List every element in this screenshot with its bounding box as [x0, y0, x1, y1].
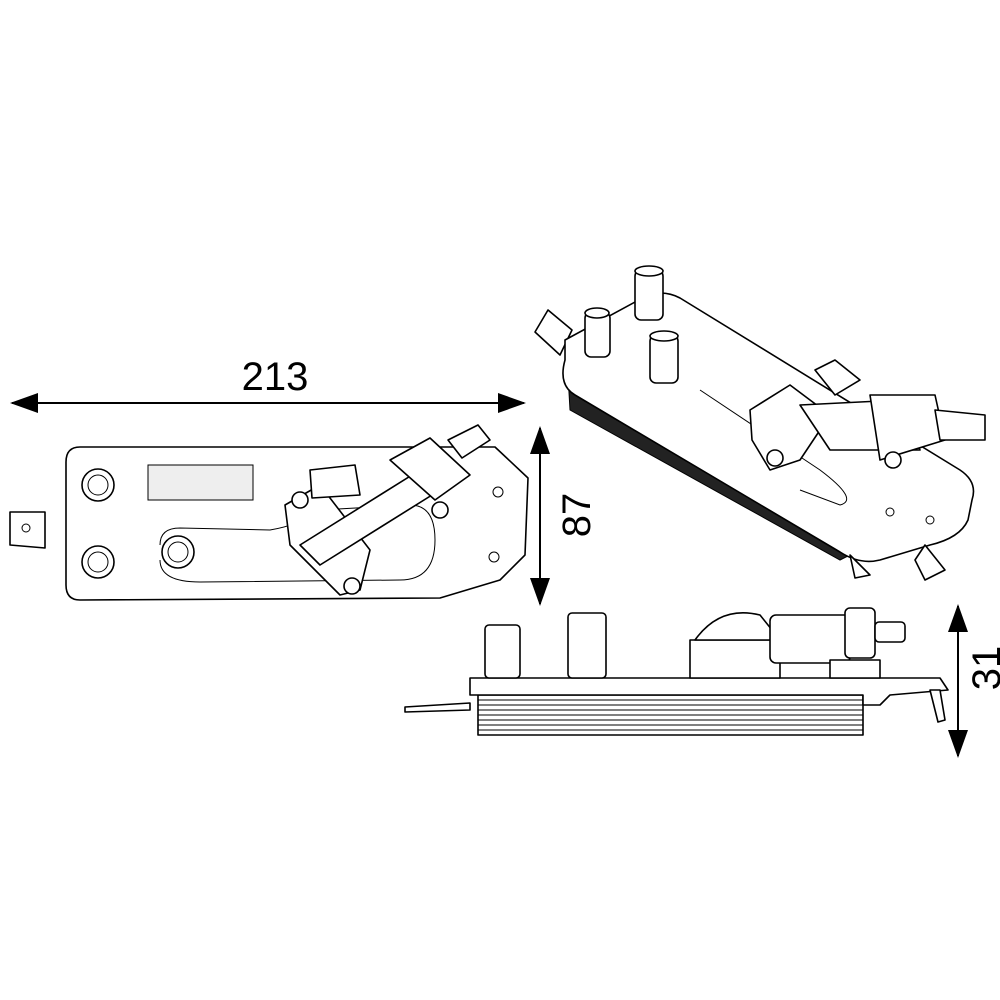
top-view [9, 424, 529, 601]
dimension-length-label: 213 [242, 355, 309, 399]
side-view [404, 607, 949, 736]
dimension-width: 87 [530, 426, 599, 606]
dimension-length: 213 [10, 355, 526, 413]
isometric-view [534, 265, 986, 581]
dimension-height: 31 [948, 604, 1000, 758]
dimension-height-label: 31 [965, 646, 1000, 691]
dimension-width-label: 87 [555, 493, 599, 538]
